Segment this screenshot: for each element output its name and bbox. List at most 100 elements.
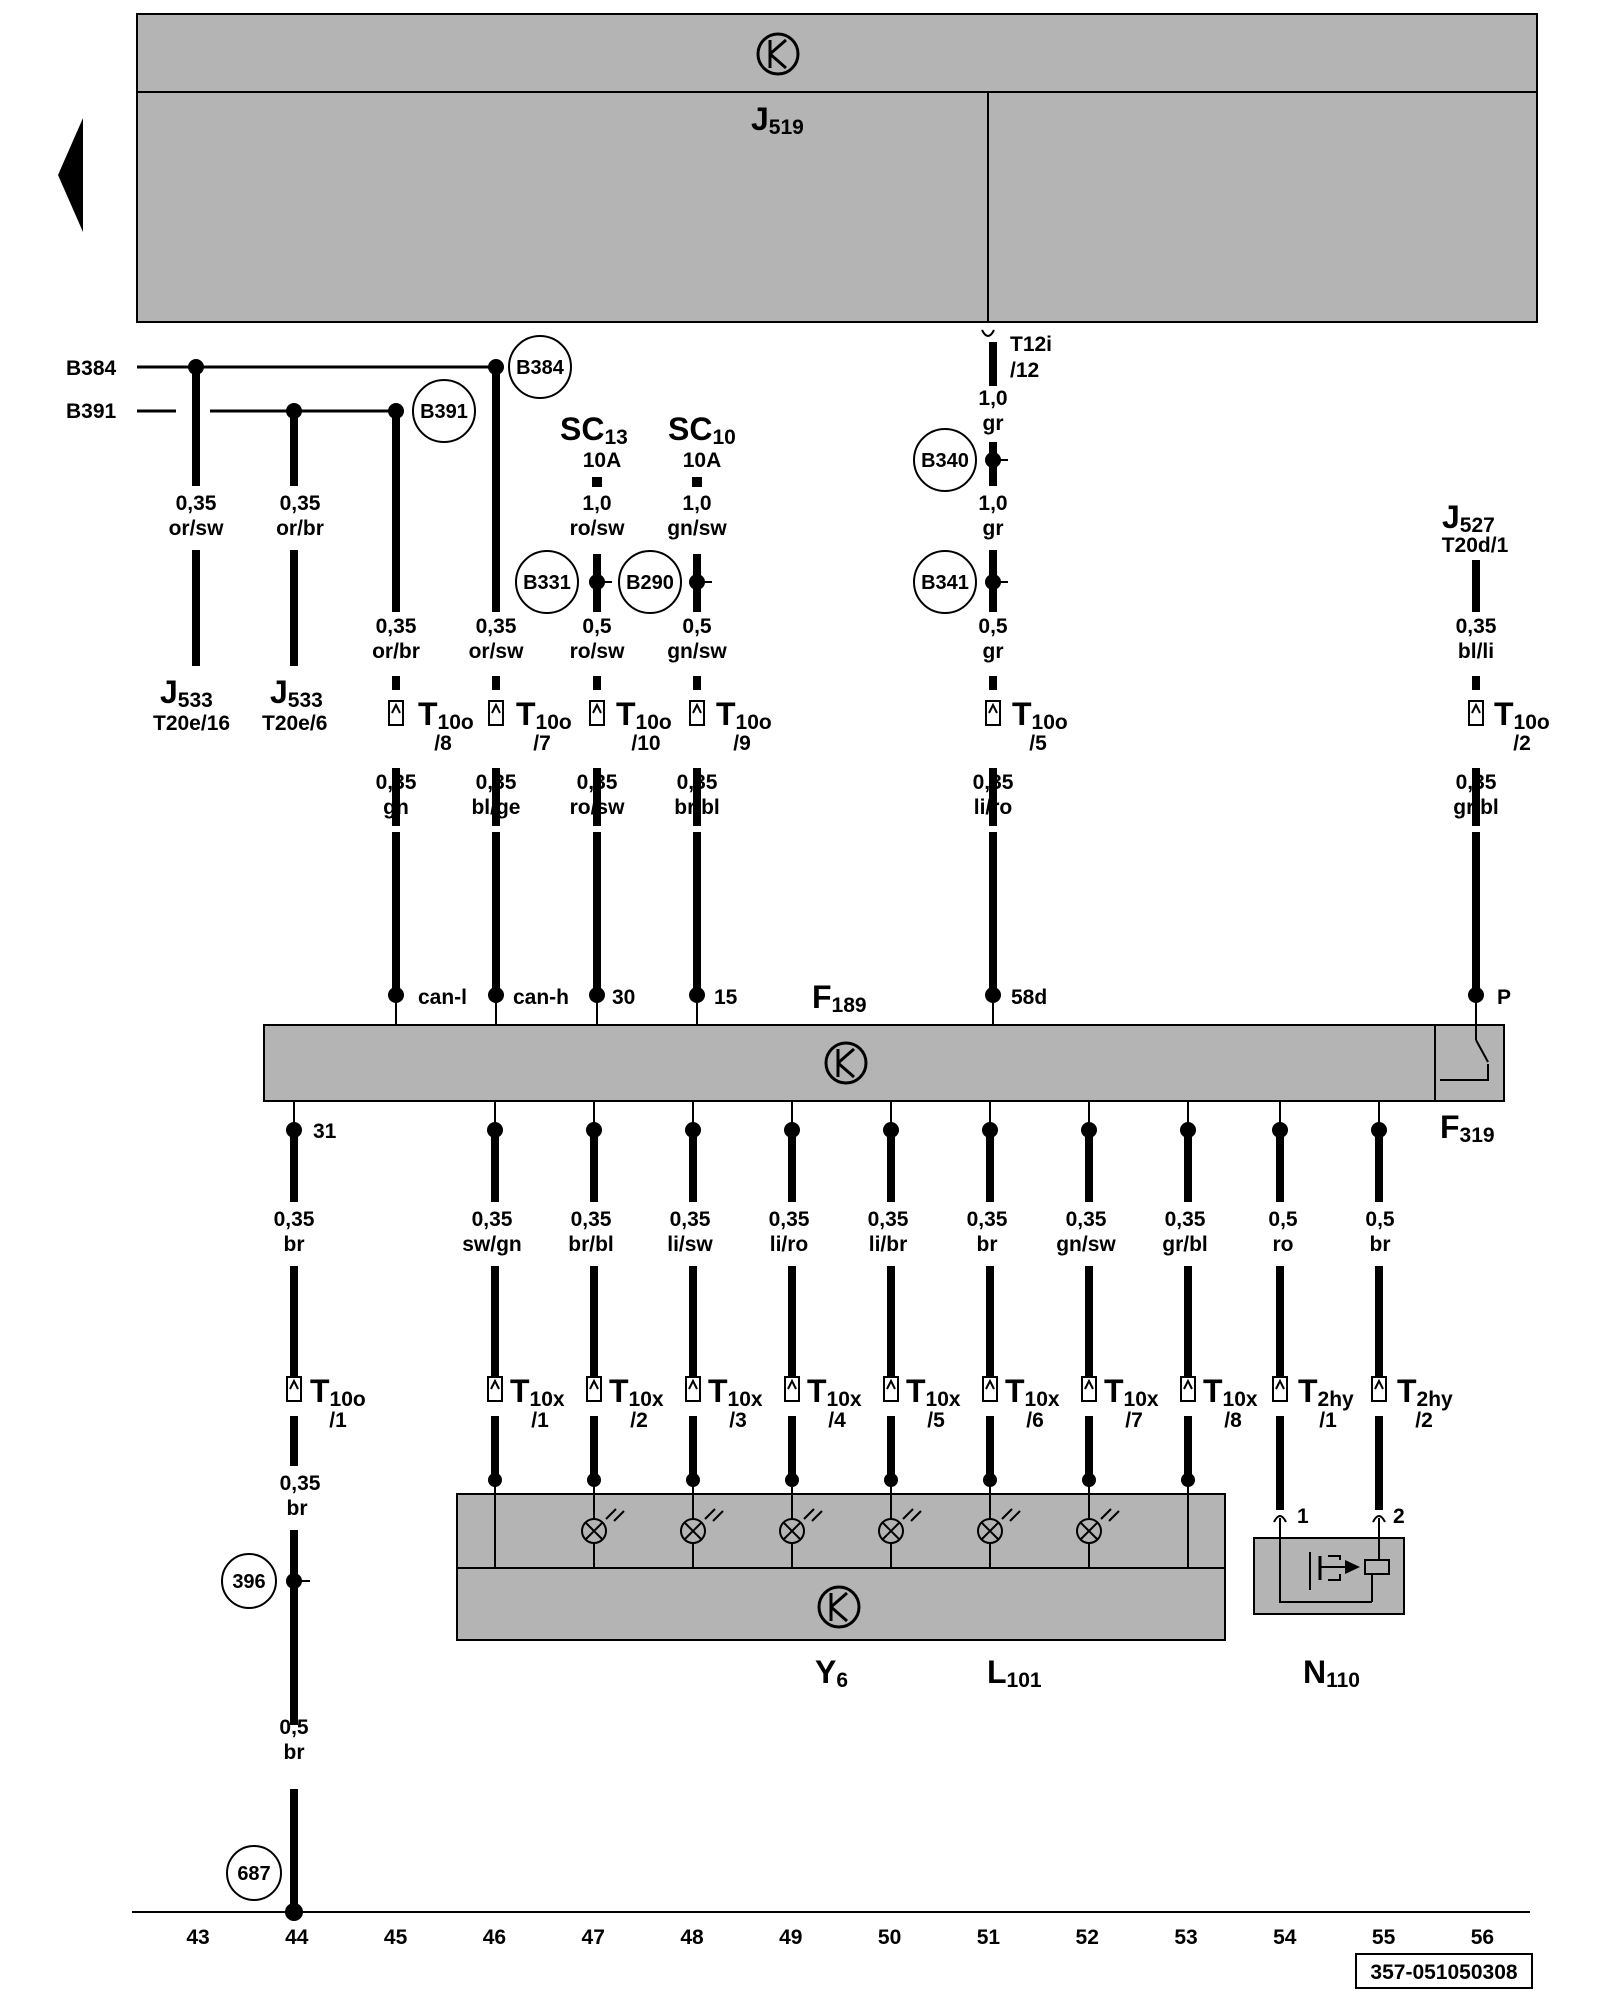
svg-text:T10x: T10x: [807, 1373, 862, 1411]
svg-text:T10o: T10o: [1012, 696, 1068, 734]
node-b384: B384: [508, 335, 572, 399]
wire-l55: 0,5 br: [1365, 1101, 1395, 1538]
svg-text:/7: /7: [1125, 1409, 1143, 1432]
wire-l49: 0,35 li/ro: [769, 1101, 810, 1487]
wire-size: 0,35: [1165, 1208, 1206, 1231]
connector-t10o-2: T10o /2: [1468, 696, 1550, 755]
wire-color: br/bl: [674, 796, 720, 819]
wire-color: gn/sw: [1056, 1233, 1116, 1256]
sc13-rating: 10A: [583, 449, 622, 472]
wire-color: bl/ge: [471, 796, 520, 819]
j533-pin-a: T20e/16: [153, 712, 230, 735]
svg-text:/5: /5: [1029, 732, 1047, 755]
wire-size: 0,5: [978, 615, 1008, 638]
connector-t10x-7: T10x /7: [1081, 1373, 1159, 1432]
column-number: 52: [1076, 1926, 1099, 1949]
bulb-icon: [1076, 1508, 1120, 1544]
f319-switch-icon: [1440, 1025, 1489, 1081]
svg-text:/2: /2: [1415, 1409, 1433, 1432]
connector-t10o-9: T10o /9: [689, 696, 772, 755]
svg-text:B391: B391: [420, 401, 468, 423]
bus-b391-label: B391: [66, 400, 117, 423]
pin-15: 15: [714, 986, 738, 1009]
pin-can-l: can-l: [418, 986, 467, 1009]
column-number: 49: [779, 1926, 802, 1949]
wire-color: gn: [383, 796, 409, 819]
wire-size: 0,5: [1268, 1208, 1298, 1231]
svg-text:/7: /7: [533, 732, 551, 755]
svg-text:/6: /6: [1026, 1409, 1044, 1432]
pin-can-h: can-h: [513, 986, 569, 1009]
wire-c56-upper: 0,35 bl/li 0,35 gr/bl: [1453, 560, 1499, 1025]
wire-color: li/ro: [974, 796, 1013, 819]
wire-color: br: [284, 1741, 305, 1764]
column-number: 54: [1273, 1926, 1297, 1949]
wire-size: 1,0: [682, 492, 711, 515]
wire-color: or/br: [372, 640, 420, 663]
connector-t10o-7: T10o /7: [488, 696, 572, 755]
wire-l53: 0,35 gr/bl: [1162, 1101, 1208, 1487]
connector-t10x-6: T10x /6: [982, 1373, 1060, 1432]
n110-pin-2: 2: [1393, 1505, 1405, 1528]
j519-label: J519: [751, 101, 804, 139]
wire-size: 0,35: [280, 492, 321, 515]
svg-text:/9: /9: [733, 732, 751, 755]
wire-color: gn/sw: [667, 517, 727, 540]
connector-t2hy-2: T2hy /2: [1371, 1373, 1453, 1432]
wire-c45-top: 0,35 or/br: [276, 403, 324, 666]
wire-color: br: [287, 1497, 308, 1520]
wire-l48: 0,35 li/sw: [667, 1101, 713, 1487]
wire-size: 0,35: [376, 615, 417, 638]
connector-t10x-2: T10x /2: [586, 1373, 664, 1432]
wire-c51-upper: 1,0 gr 1,0 gr 0,5 gr 0,35 li/ro: [973, 342, 1014, 1025]
wire-size: 0,35: [1456, 615, 1497, 638]
back-arrow-icon[interactable]: [58, 118, 83, 232]
node-b340: B340: [913, 428, 977, 492]
column-number: 45: [384, 1926, 408, 1949]
f189-label: F189: [812, 979, 867, 1017]
pin-30: 30: [612, 986, 635, 1009]
f319-label: F319: [1440, 1109, 1495, 1147]
wire-color: gr/bl: [1162, 1233, 1208, 1256]
bulb-icon: [779, 1508, 823, 1544]
wire-color: br: [284, 1233, 305, 1256]
wire-color: ro/sw: [570, 640, 626, 663]
y6-label: Y6: [815, 1654, 848, 1692]
column-number: 47: [582, 1926, 605, 1949]
column-number: 56: [1471, 1926, 1494, 1949]
svg-text:/12: /12: [1010, 359, 1039, 382]
bulb-icon: [878, 1508, 922, 1544]
svg-text:/2: /2: [630, 1409, 648, 1432]
wire-color: or/sw: [169, 517, 225, 540]
svg-text:T10x: T10x: [1104, 1373, 1159, 1411]
connector-t10o-5: T10o /5: [985, 696, 1068, 755]
wire-size: 0,35: [868, 1208, 909, 1231]
wire-color: bl/li: [1458, 640, 1494, 663]
svg-text:T10o: T10o: [716, 696, 772, 734]
svg-text:B384: B384: [516, 357, 565, 379]
wire-color: ro/sw: [570, 796, 626, 819]
n110-pin-1: 1: [1297, 1505, 1309, 1528]
wire-l46: 0,35 sw/gn: [462, 1101, 522, 1487]
wire-size: 0,5: [1365, 1208, 1395, 1231]
svg-text:T10x: T10x: [906, 1373, 961, 1411]
bulb-icon: [977, 1508, 1021, 1544]
wire-size: 0,35: [376, 771, 417, 794]
svg-text:/10: /10: [631, 732, 660, 755]
y6-control-unit-icon: [817, 1585, 861, 1629]
wire-l47: 0,35 br/bl: [568, 1101, 614, 1487]
wire-size: 0,5: [582, 615, 612, 638]
svg-text:T10o: T10o: [616, 696, 672, 734]
wire-size: 0,35: [769, 1208, 810, 1231]
connector-t2hy-1: T2hy /1: [1272, 1373, 1354, 1432]
wire-c44-lower: 0,35 br 0,35 br 0,5 br: [274, 1101, 321, 1921]
j533-label-a: J533: [160, 674, 213, 712]
wire-l51: 0,35 br: [967, 1101, 1008, 1487]
svg-text:T12i: T12i: [1010, 333, 1052, 356]
wire-size: 0,35: [577, 771, 618, 794]
connector-t10o-10: T10o /10: [589, 696, 672, 755]
svg-text:B290: B290: [626, 572, 674, 594]
connector-t10o-1: T10o /1: [286, 1373, 366, 1432]
wire-size: 0,35: [476, 771, 517, 794]
